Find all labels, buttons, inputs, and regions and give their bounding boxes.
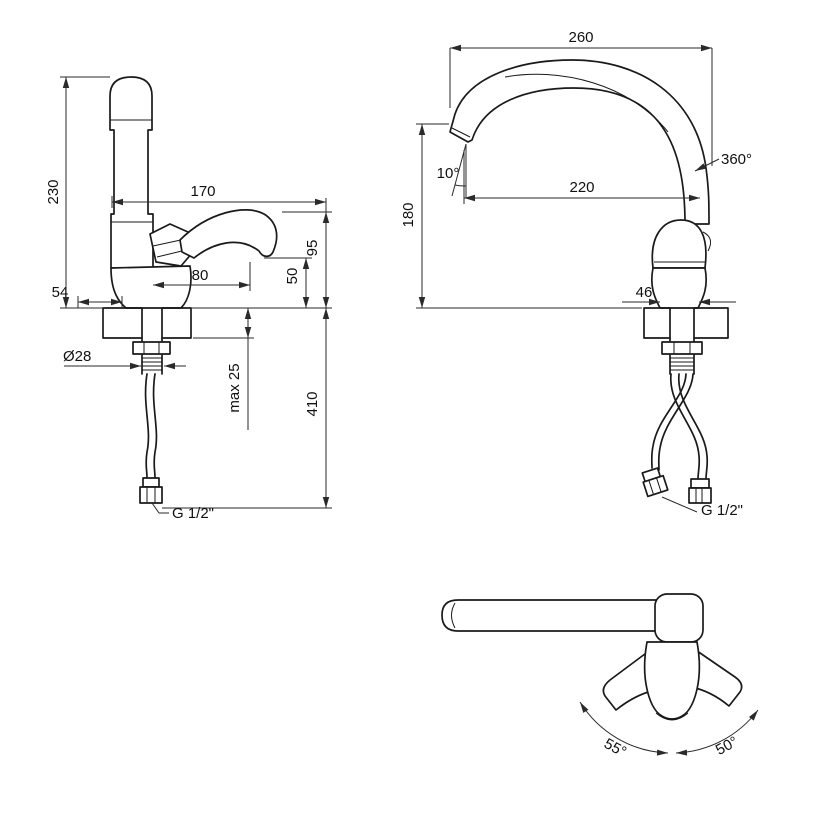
- dim-handle-offset: 80: [192, 267, 209, 284]
- dim-max-deck-thickness: max 25: [226, 363, 243, 412]
- mounting-nut-facets: [143, 342, 160, 354]
- hose-ferrule: [142, 477, 160, 488]
- hose-connector: [139, 486, 163, 504]
- top-view-handle: 55° 50°: [441, 593, 759, 761]
- front-mounting-nut: [661, 341, 703, 355]
- dim-swing-left: 55°: [601, 735, 629, 761]
- dim-outlet-height: 180: [400, 202, 417, 227]
- dim-body-width: 46: [636, 284, 653, 301]
- dim-spout-length: 170: [190, 183, 215, 200]
- dim-spout-height: 95: [304, 240, 321, 257]
- aerator-detail: [451, 127, 471, 138]
- front-view-dimensions: 260 360° 10° 220 180 46 G 1/2": [400, 29, 752, 519]
- front-nut-facets: [673, 342, 691, 354]
- dim-handle-height: 50: [284, 268, 301, 285]
- side-view-faucet: [102, 76, 278, 504]
- dim-hose-length: 410: [304, 391, 321, 416]
- hose-connector-facets: [146, 487, 156, 503]
- lever-outline: [441, 599, 677, 632]
- body-front-outline: [643, 641, 701, 720]
- front-view-faucet: [449, 59, 729, 504]
- hose-a-facets: [695, 488, 703, 503]
- flex-hose-b: [650, 373, 694, 471]
- dim-spout-reach: 220: [569, 179, 594, 196]
- dim-thread-front: G 1/2": [701, 502, 743, 519]
- flex-hose-a: [670, 373, 709, 480]
- hose-b-facets: [648, 477, 662, 495]
- mounting-nut: [132, 341, 171, 355]
- dim-shank-diameter: Ø28: [63, 348, 91, 365]
- deck-section-right-front: [693, 307, 729, 339]
- spout-column-detail: [110, 119, 153, 223]
- side-view-dimensions: 230 170 80 54 95 50 Ø28 max 25 410 G 1/2…: [45, 76, 332, 522]
- dim-base-depth: 54: [52, 284, 69, 301]
- spout-arc-outline: [449, 59, 710, 225]
- dim-swing-right: 50°: [713, 733, 741, 759]
- lever-pivot-cap: [654, 593, 704, 643]
- hose-a-ferrule: [690, 478, 710, 489]
- deck-section-left-front: [643, 307, 671, 339]
- body-foot-detail: [655, 712, 689, 721]
- spout-highlight-line: [504, 73, 669, 133]
- dim-thread-side: G 1/2": [172, 505, 214, 522]
- front-shank-threads: [670, 357, 694, 371]
- deck-section-left: [102, 307, 143, 339]
- lever-end-detail: [451, 602, 456, 629]
- deck-section-right: [161, 307, 192, 339]
- shank-threads: [142, 357, 162, 371]
- dim-swivel-angle: 360°: [721, 151, 752, 168]
- body-flare-outline: [110, 265, 192, 309]
- handle-lever-outline: [179, 209, 278, 259]
- swing-arc-left: [579, 701, 669, 754]
- dim-overall-height: 230: [45, 179, 62, 204]
- spout-column-outline: [109, 76, 154, 269]
- handle-nub: [702, 231, 712, 252]
- hose-b-connector-group: [641, 467, 669, 498]
- hose-a-connector: [688, 487, 712, 504]
- flex-hose: [144, 373, 158, 479]
- handle-dome-outline: [651, 219, 707, 269]
- dim-outlet-angle: 10°: [437, 165, 460, 182]
- dim-overall-width: 260: [568, 29, 593, 46]
